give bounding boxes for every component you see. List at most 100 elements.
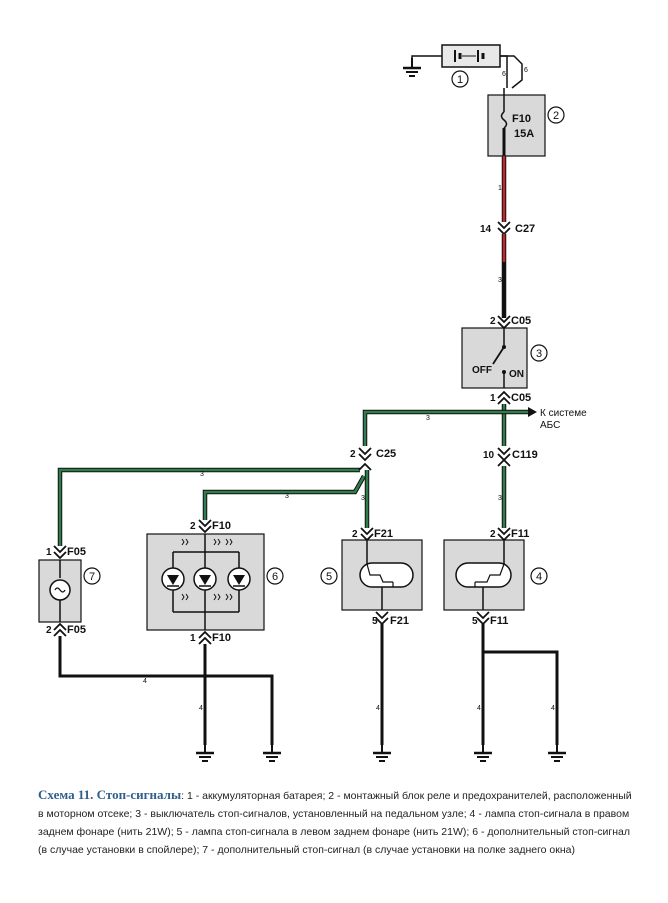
stop-light-wiring-diagram: 6 6 1 F10 15A 2 1 14 C27 3п [38, 44, 587, 763]
svg-text:3: 3 [200, 471, 204, 478]
svg-text:4: 4 [143, 678, 147, 685]
led-icon [161, 567, 185, 591]
connector-f05-top: 1 F05 [46, 545, 86, 560]
c27-to-switch-wire: 3п [498, 234, 507, 318]
connector-c05-top: 2 C05 [490, 315, 531, 330]
svg-text:2: 2 [46, 625, 52, 636]
connector-c119: 10 C119 [483, 447, 538, 467]
svg-text:C119: C119 [512, 449, 538, 461]
connector-c27: 14 C27 [480, 221, 535, 236]
svg-text:3: 3 [285, 493, 289, 500]
svg-text:2: 2 [190, 521, 196, 532]
svg-text:1: 1 [498, 185, 502, 192]
green-wire-network: 3 3 3 3 3 [57, 404, 537, 546]
svg-text:F10: F10 [212, 520, 231, 532]
ground-icon [194, 741, 216, 763]
connector-f10-bottom: 1 F10 [190, 630, 231, 645]
connector-f11-bottom: 5 F11 [472, 611, 508, 627]
abs-output-label: К системе АБС [540, 408, 587, 431]
connector-c25: 2 C25 [350, 447, 396, 471]
connector-f21-bottom: 5 F21 [372, 611, 409, 627]
ground-icon [546, 741, 568, 763]
svg-text:2: 2 [490, 316, 496, 327]
svg-text:4: 4 [477, 705, 481, 712]
component-number-4: 4 [530, 567, 548, 585]
svg-text:F21: F21 [374, 528, 393, 540]
svg-text:4: 4 [199, 705, 203, 712]
battery-ground [401, 55, 442, 78]
svg-text:6: 6 [272, 571, 278, 583]
left-rear-brake-lamp [341, 539, 423, 611]
component-number-6: 6 [266, 567, 284, 585]
svg-text:К системе: К системе [540, 408, 587, 419]
switch-on-label: ON [509, 369, 524, 380]
svg-text:C27: C27 [515, 223, 535, 235]
caption-text: : 1 - аккумуляторная батарея; 2 - монтаж… [38, 790, 632, 856]
svg-text:F05: F05 [67, 546, 86, 558]
svg-text:2: 2 [352, 529, 358, 540]
svg-text:10: 10 [483, 450, 495, 461]
extra-brake-light-spoiler [146, 533, 265, 631]
component-number-3: 3 [530, 344, 548, 362]
battery-output-wires: 6 6 [500, 55, 528, 89]
switch-off-label: OFF [472, 365, 492, 376]
svg-text:7: 7 [89, 571, 95, 583]
svg-text:2: 2 [490, 529, 496, 540]
wire-label: 6 [502, 71, 506, 78]
component-number-1: 1 [451, 70, 469, 88]
bulb-icon [359, 562, 414, 588]
fuse-block: F10 15A [487, 88, 546, 157]
connector-c05-bottom: 1 C05 [490, 390, 531, 405]
ground-icon [261, 741, 283, 763]
fuse-rating: 15A [514, 128, 534, 140]
svg-text:5: 5 [372, 616, 378, 627]
connector-f05-bottom: 2 F05 [46, 622, 86, 637]
svg-text:3: 3 [361, 495, 365, 502]
connector-f21-top: 2 F21 [352, 527, 393, 542]
svg-text:2: 2 [553, 110, 559, 122]
component-number-7: 7 [83, 567, 101, 585]
svg-text:C05: C05 [511, 315, 531, 327]
battery [441, 44, 501, 68]
svg-text:F21: F21 [390, 615, 409, 627]
svg-text:5: 5 [326, 571, 332, 583]
right-rear-brake-lamp [443, 539, 525, 611]
svg-text:4: 4 [536, 571, 542, 583]
component-number-5: 5 [320, 567, 338, 585]
connector-f11-top: 2 F11 [490, 527, 529, 542]
svg-text:2: 2 [350, 449, 356, 460]
ground-icon [371, 741, 393, 763]
svg-text:1: 1 [46, 547, 52, 558]
extra-brake-light-shelf [38, 559, 82, 623]
fuse-name: F10 [512, 113, 531, 125]
svg-text:3: 3 [536, 348, 542, 360]
svg-text:F11: F11 [490, 615, 508, 627]
figure-caption: Схема 11. Стоп-сигналы: 1 - аккумуляторн… [38, 786, 633, 859]
ground-icon [472, 741, 494, 763]
svg-text:3п: 3п [498, 277, 506, 284]
svg-text:14: 14 [480, 224, 492, 235]
led-icon [227, 567, 251, 591]
svg-text:C05: C05 [511, 392, 531, 404]
brake-light-switch: OFF ON [461, 327, 528, 389]
fuse-icon [500, 111, 508, 129]
fuse-output-wire: 1 [498, 128, 507, 222]
svg-text:F11: F11 [511, 528, 529, 540]
connector-f10-top: 2 F10 [190, 519, 231, 534]
svg-text:C25: C25 [376, 448, 396, 460]
svg-text:1: 1 [457, 74, 463, 86]
wire-label: 6 [524, 67, 528, 74]
led-icon [193, 567, 217, 591]
svg-text:4: 4 [376, 705, 380, 712]
caption-title: Схема 11. Стоп-сигналы [38, 787, 182, 802]
svg-text:3: 3 [498, 495, 502, 502]
component-number-2: 2 [547, 106, 565, 124]
svg-text:3: 3 [426, 415, 430, 422]
svg-text:АБС: АБС [540, 420, 560, 431]
svg-text:F05: F05 [67, 624, 86, 636]
svg-text:5: 5 [472, 616, 478, 627]
ground-wiring: 4 4 4 4 4 [58, 624, 559, 745]
svg-text:1: 1 [190, 633, 196, 644]
svg-text:F10: F10 [212, 632, 231, 644]
svg-text:1: 1 [490, 393, 496, 404]
